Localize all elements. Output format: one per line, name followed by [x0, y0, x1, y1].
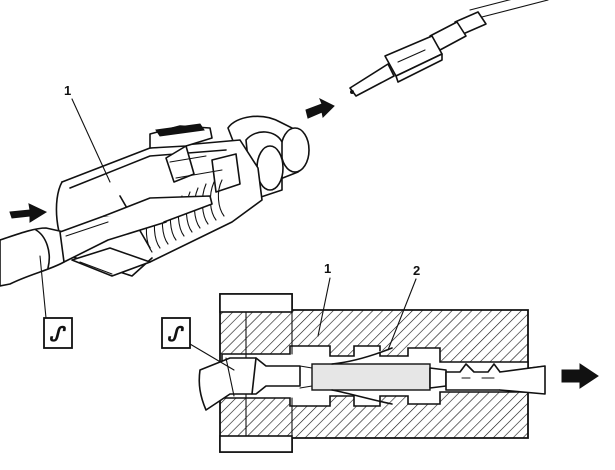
- pull-arrow-icon: [561, 363, 599, 389]
- terminal-tool-symbol-icon: [161, 317, 191, 349]
- tool-symbol-badge-top: ᔑ: [39, 255, 73, 349]
- top-tool-symbol-text: ᔑ: [49, 322, 67, 346]
- callout-section-body-label: 1: [324, 261, 331, 276]
- section-terminal: [311, 363, 431, 391]
- push-arrow-icon: [305, 97, 335, 119]
- callout-section-terminal-label: 2: [413, 263, 420, 278]
- callout-top-connector-label: 1: [64, 83, 71, 98]
- terminal-with-wire: [349, 0, 549, 97]
- section-tool-symbol-text: ᔑ: [167, 322, 185, 346]
- callout-top-connector: 1: [64, 83, 111, 183]
- insert-arrow-icon: [9, 203, 48, 223]
- callout-section-terminal: 2: [387, 263, 420, 351]
- callout-section-body: 1: [317, 261, 331, 337]
- terminal-release-tool: [0, 195, 213, 287]
- tool-symbol-badge-section: ᔑ: [161, 317, 235, 371]
- cross-section-view: [198, 293, 546, 453]
- terminal-tool-symbol-icon: [43, 317, 73, 349]
